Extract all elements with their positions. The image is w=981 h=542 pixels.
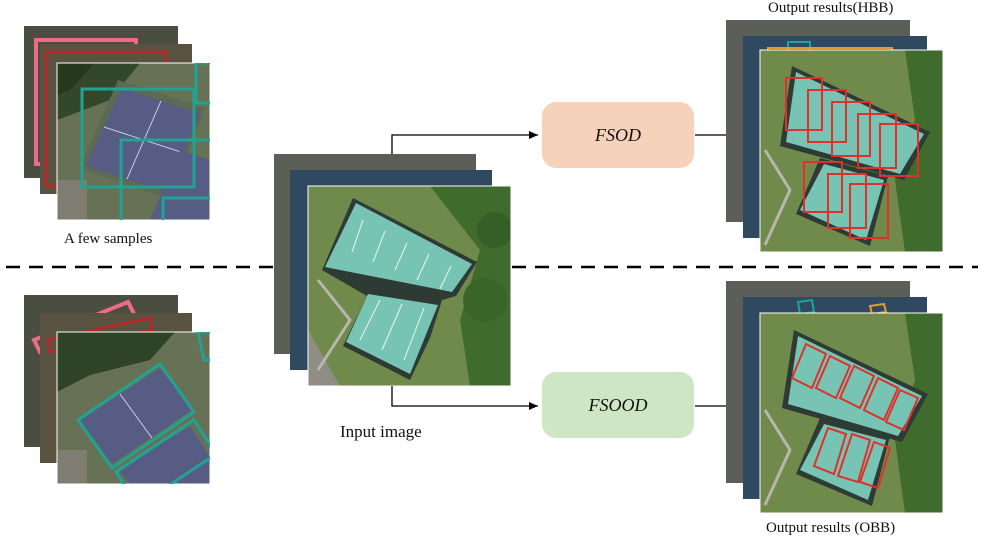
- obb-back-bbox-teal: [796, 298, 816, 316]
- obb-detection-3: [838, 364, 876, 410]
- arrow-to-fsod: [391, 131, 538, 154]
- few-samples-obb-stack: [24, 295, 211, 485]
- arrow-to-fsood: [391, 386, 538, 410]
- hbb-detections: [785, 77, 919, 239]
- obb-detection-8: [858, 440, 892, 490]
- hbb-detection-5: [879, 123, 919, 177]
- output-hbb-label: Output results(HBB): [768, 0, 894, 16]
- obb-back-bbox-orange: [868, 302, 888, 316]
- output-obb-stack: [726, 281, 944, 514]
- few-samples-label: A few samples: [64, 231, 153, 247]
- obb-detection-5: [884, 388, 920, 432]
- fsod-method-box: FSOD: [542, 102, 694, 168]
- sample-obb-front-bbox-1: [75, 361, 197, 471]
- fsod-label: FSOD: [595, 124, 641, 145]
- obb-detection-7: [836, 432, 872, 484]
- hbb-front-image: [760, 50, 943, 252]
- sample-front-bbox-2: [119, 138, 210, 220]
- hbb-detection-2: [807, 89, 847, 143]
- sample-obb-middle-bbox: [46, 316, 154, 354]
- output-hbb-stack: [726, 20, 944, 253]
- fsood-label: FSOOD: [588, 394, 648, 415]
- sample-front-bbox-1: [80, 87, 196, 189]
- obb-detection-1: [790, 342, 828, 390]
- few-samples-hbb-stack: [24, 26, 211, 221]
- obb-detection-4: [862, 376, 900, 422]
- hbb-detection-8: [849, 183, 889, 239]
- hbb-detection-1: [785, 77, 823, 131]
- input-front-image: [308, 186, 511, 386]
- hbb-detection-6: [803, 161, 843, 213]
- output-obb-label: Output results (OBB): [766, 520, 896, 536]
- hbb-detection-7: [827, 173, 867, 229]
- sample-obb-front-bbox-3: [196, 332, 210, 362]
- hbb-detection-3: [831, 101, 871, 157]
- hbb-detection-4: [857, 113, 897, 169]
- obb-detection-2: [814, 354, 852, 400]
- obb-detection-6: [812, 426, 848, 476]
- flow-arrows: [391, 131, 726, 410]
- obb-detections: [790, 342, 920, 490]
- sample-front-bbox-3: [161, 196, 210, 220]
- sample-front-bbox-4: [194, 63, 210, 105]
- sample-obb-front-bbox-2: [113, 417, 210, 484]
- input-image-stack: [274, 154, 512, 387]
- obb-front-image: [760, 313, 943, 513]
- input-image-label: Input image: [340, 422, 422, 441]
- fsood-method-box: FSOOD: [542, 372, 694, 438]
